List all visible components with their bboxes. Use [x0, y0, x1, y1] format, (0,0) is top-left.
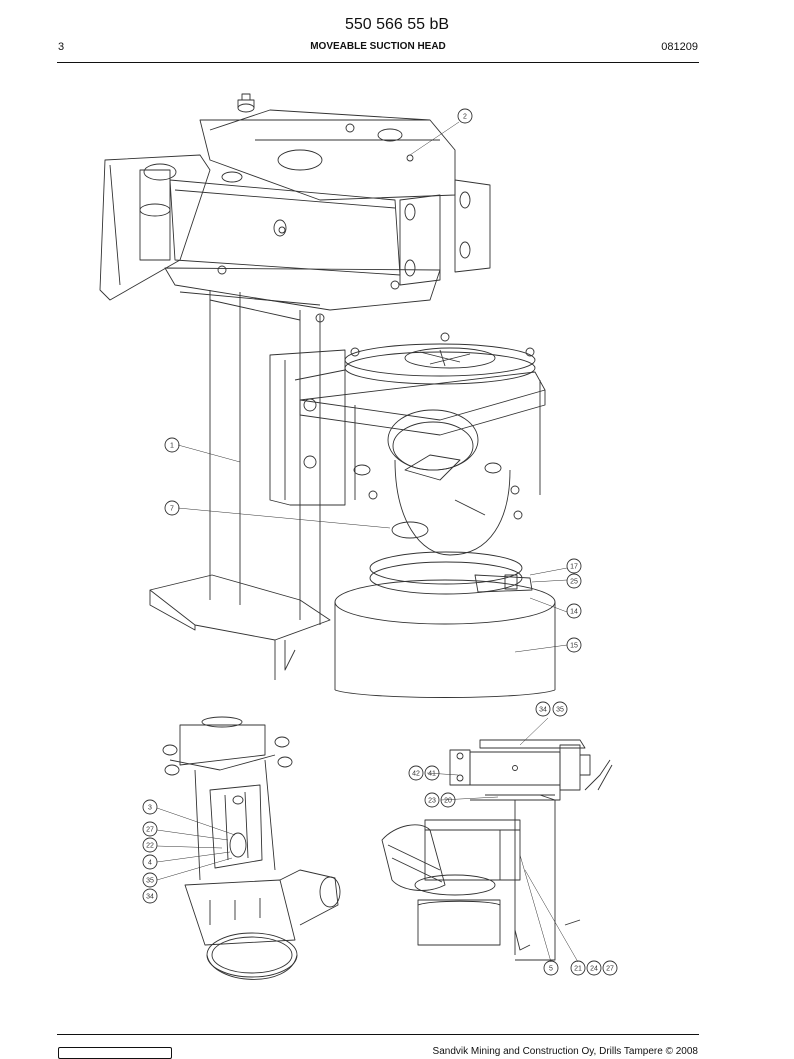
callout-2: 2 — [457, 108, 473, 124]
callout-left-27: 27 — [142, 821, 158, 837]
main-leaders — [177, 121, 568, 653]
callout-left-34: 34 — [142, 888, 158, 904]
svg-text:3: 3 — [148, 805, 152, 812]
svg-text:5: 5 — [549, 966, 553, 973]
section-title: MOVEABLE SUCTION HEAD — [310, 41, 446, 52]
left-leaders — [156, 807, 236, 881]
svg-text:4: 4 — [148, 860, 152, 867]
callout-right-42: 42 — [408, 765, 424, 781]
callout-right-23: 23 — [424, 792, 440, 808]
callout-right-34: 34 — [535, 701, 551, 717]
callout-right-5: 5 — [543, 960, 559, 976]
svg-text:42: 42 — [412, 771, 420, 778]
svg-text:27: 27 — [146, 827, 154, 834]
callout-right-27: 27 — [602, 960, 618, 976]
callout-14: 14 — [566, 603, 582, 619]
svg-text:27: 27 — [606, 966, 614, 973]
callout-left-4: 4 — [142, 854, 158, 870]
callout-left-35: 35 — [142, 872, 158, 888]
callout-right-20: 20 — [440, 792, 456, 808]
svg-text:17: 17 — [570, 564, 578, 571]
document-number: 550 566 55 bB — [344, 16, 450, 33]
svg-text:20: 20 — [444, 798, 452, 805]
svg-text:15: 15 — [570, 643, 578, 650]
callout-left-22: 22 — [142, 837, 158, 853]
svg-text:14: 14 — [570, 609, 578, 616]
svg-text:35: 35 — [556, 707, 564, 714]
svg-text:1: 1 — [170, 443, 174, 450]
callout-15: 15 — [566, 637, 582, 653]
right-detail-view — [381, 739, 613, 961]
callout-left-3: 3 — [142, 799, 158, 815]
page-number: 3 — [58, 41, 65, 53]
svg-text:23: 23 — [428, 798, 436, 805]
callout-1: 1 — [164, 437, 180, 453]
svg-text:34: 34 — [146, 894, 154, 901]
svg-text:24: 24 — [590, 966, 598, 973]
callouts: 2 1 7 17 25 14 15 3 27 22 4 35 34 34 35 … — [142, 108, 618, 976]
svg-text:7: 7 — [170, 506, 174, 513]
callout-17: 17 — [566, 558, 582, 574]
svg-text:22: 22 — [146, 843, 154, 850]
callout-right-24: 24 — [586, 960, 602, 976]
svg-text:34: 34 — [539, 707, 547, 714]
svg-text:2: 2 — [463, 114, 467, 121]
date-code: 081209 — [661, 41, 698, 53]
callout-right-41: 41 — [424, 765, 440, 781]
sandvik-logo — [58, 1047, 172, 1059]
callout-7: 7 — [164, 500, 180, 516]
callout-25: 25 — [566, 573, 582, 589]
svg-text:41: 41 — [428, 771, 436, 778]
header-rule — [57, 62, 699, 63]
svg-text:35: 35 — [146, 878, 154, 885]
footer-copyright: Sandvik Mining and Construction Oy, Dril… — [432, 1046, 698, 1057]
main-assembly — [99, 93, 556, 698]
left-detail-view — [162, 716, 341, 980]
svg-text:25: 25 — [570, 579, 578, 586]
svg-text:21: 21 — [574, 966, 582, 973]
right-leaders — [426, 717, 579, 963]
footer-rule — [57, 1034, 699, 1035]
callout-right-21: 21 — [570, 960, 586, 976]
callout-right-35: 35 — [552, 701, 568, 717]
